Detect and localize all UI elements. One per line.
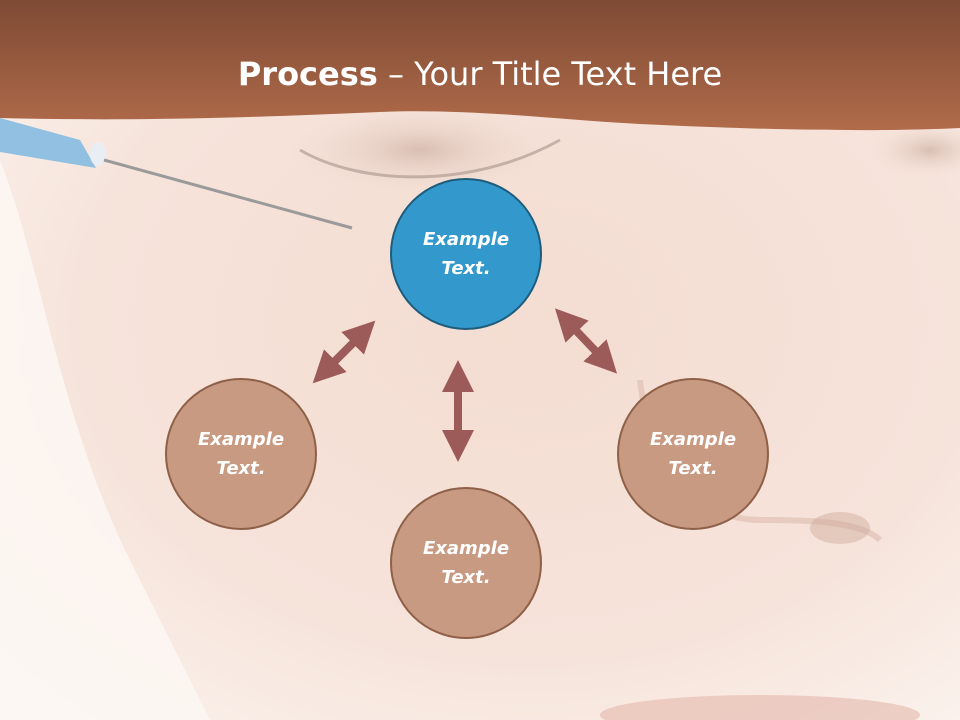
right-node-line1: Example — [649, 429, 737, 450]
title-dash: – — [377, 55, 415, 93]
bottom-node-line2: Text. — [441, 567, 491, 588]
center-node: Example Text. — [390, 178, 542, 330]
bottom-node: Example Text. — [390, 487, 542, 639]
title-text: Your Title Text Here — [414, 55, 723, 93]
right-node: Example Text. — [617, 378, 769, 530]
left-node: Example Text. — [165, 378, 317, 530]
title-bold: Process — [237, 55, 378, 93]
right-node-label: Example Text. — [638, 425, 748, 483]
left-node-label: Example Text. — [186, 425, 296, 483]
bottom-node-label: Example Text. — [411, 534, 521, 592]
right-node-line2: Text. — [668, 458, 718, 479]
center-node-line1: Example — [422, 229, 510, 250]
center-node-label: Example Text. — [411, 225, 521, 283]
bottom-node-line1: Example — [422, 538, 510, 559]
left-node-line2: Text. — [216, 458, 266, 479]
left-node-line1: Example — [197, 429, 285, 450]
center-node-line2: Text. — [441, 258, 491, 279]
slide-title: Process – Your Title Text Here — [0, 52, 960, 96]
